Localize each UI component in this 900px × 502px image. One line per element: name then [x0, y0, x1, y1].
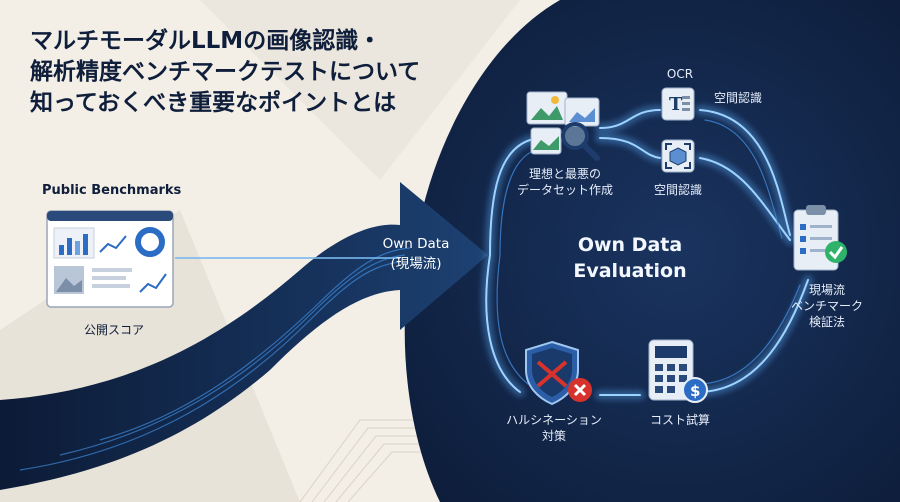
- shield-warning-icon: [525, 340, 592, 406]
- dashboard-icon: [46, 210, 174, 308]
- svg-text:T: T: [669, 94, 683, 115]
- ocr-document-icon: T: [661, 87, 695, 121]
- arrow-label-line-2: (現場流): [390, 256, 442, 272]
- dataset-label-line-1: 理想と最悪の: [528, 167, 601, 181]
- verify-label-line-1: 現場流: [808, 283, 845, 297]
- title-line-3: 知っておくべき重要なポイントとは: [30, 90, 397, 116]
- public-score-label: 公開スコア: [84, 323, 145, 337]
- center-label: Own Data Evaluation: [560, 232, 700, 284]
- hallucination-label: ハルシネーション 対策: [494, 412, 614, 444]
- cost-label: コスト試算: [649, 413, 710, 427]
- hallucination-label-line-1: ハルシネーション: [506, 413, 602, 427]
- public-benchmarks-label: Public Benchmarks: [42, 183, 182, 198]
- clipboard-check-icon: [793, 205, 847, 271]
- verify-label-line-3: 検証法: [808, 315, 845, 329]
- calculator-icon: $: [648, 339, 708, 403]
- center-label-line-2: Evaluation: [573, 260, 687, 282]
- page-title: マルチモーダルLLMの画像認識・ 解析精度ベンチマークテストについて 知っておく…: [30, 26, 450, 119]
- verify-label: 現場流 ベンチマーク 検証法: [772, 282, 882, 330]
- dataset-label-line-2: データセット作成: [516, 183, 613, 197]
- center-label-line-1: Own Data: [577, 234, 683, 256]
- circuit-loop: [481, 105, 813, 400]
- cube-scan-icon: [661, 139, 695, 173]
- verify-label-line-2: ベンチマーク: [790, 299, 863, 313]
- svg-text:$: $: [690, 382, 700, 400]
- title-line-2: 解析精度ベンチマークテストについて: [30, 59, 421, 85]
- hallucination-label-line-2: 対策: [541, 429, 566, 443]
- dataset-label: 理想と最悪の データセット作成: [495, 166, 635, 198]
- image-dataset-icon: [526, 91, 600, 161]
- arrow-label-line-1: Own Data: [382, 236, 450, 252]
- ocr-label: OCR: [666, 67, 694, 81]
- spatial-label-mid: 空間認識: [653, 183, 702, 197]
- arrow-label: Own Data (現場流): [366, 234, 466, 274]
- light-facet: [200, 0, 520, 180]
- spatial-label-top: 空間認識: [713, 91, 762, 105]
- title-line-1: マルチモーダルLLMの画像認識・: [30, 28, 382, 54]
